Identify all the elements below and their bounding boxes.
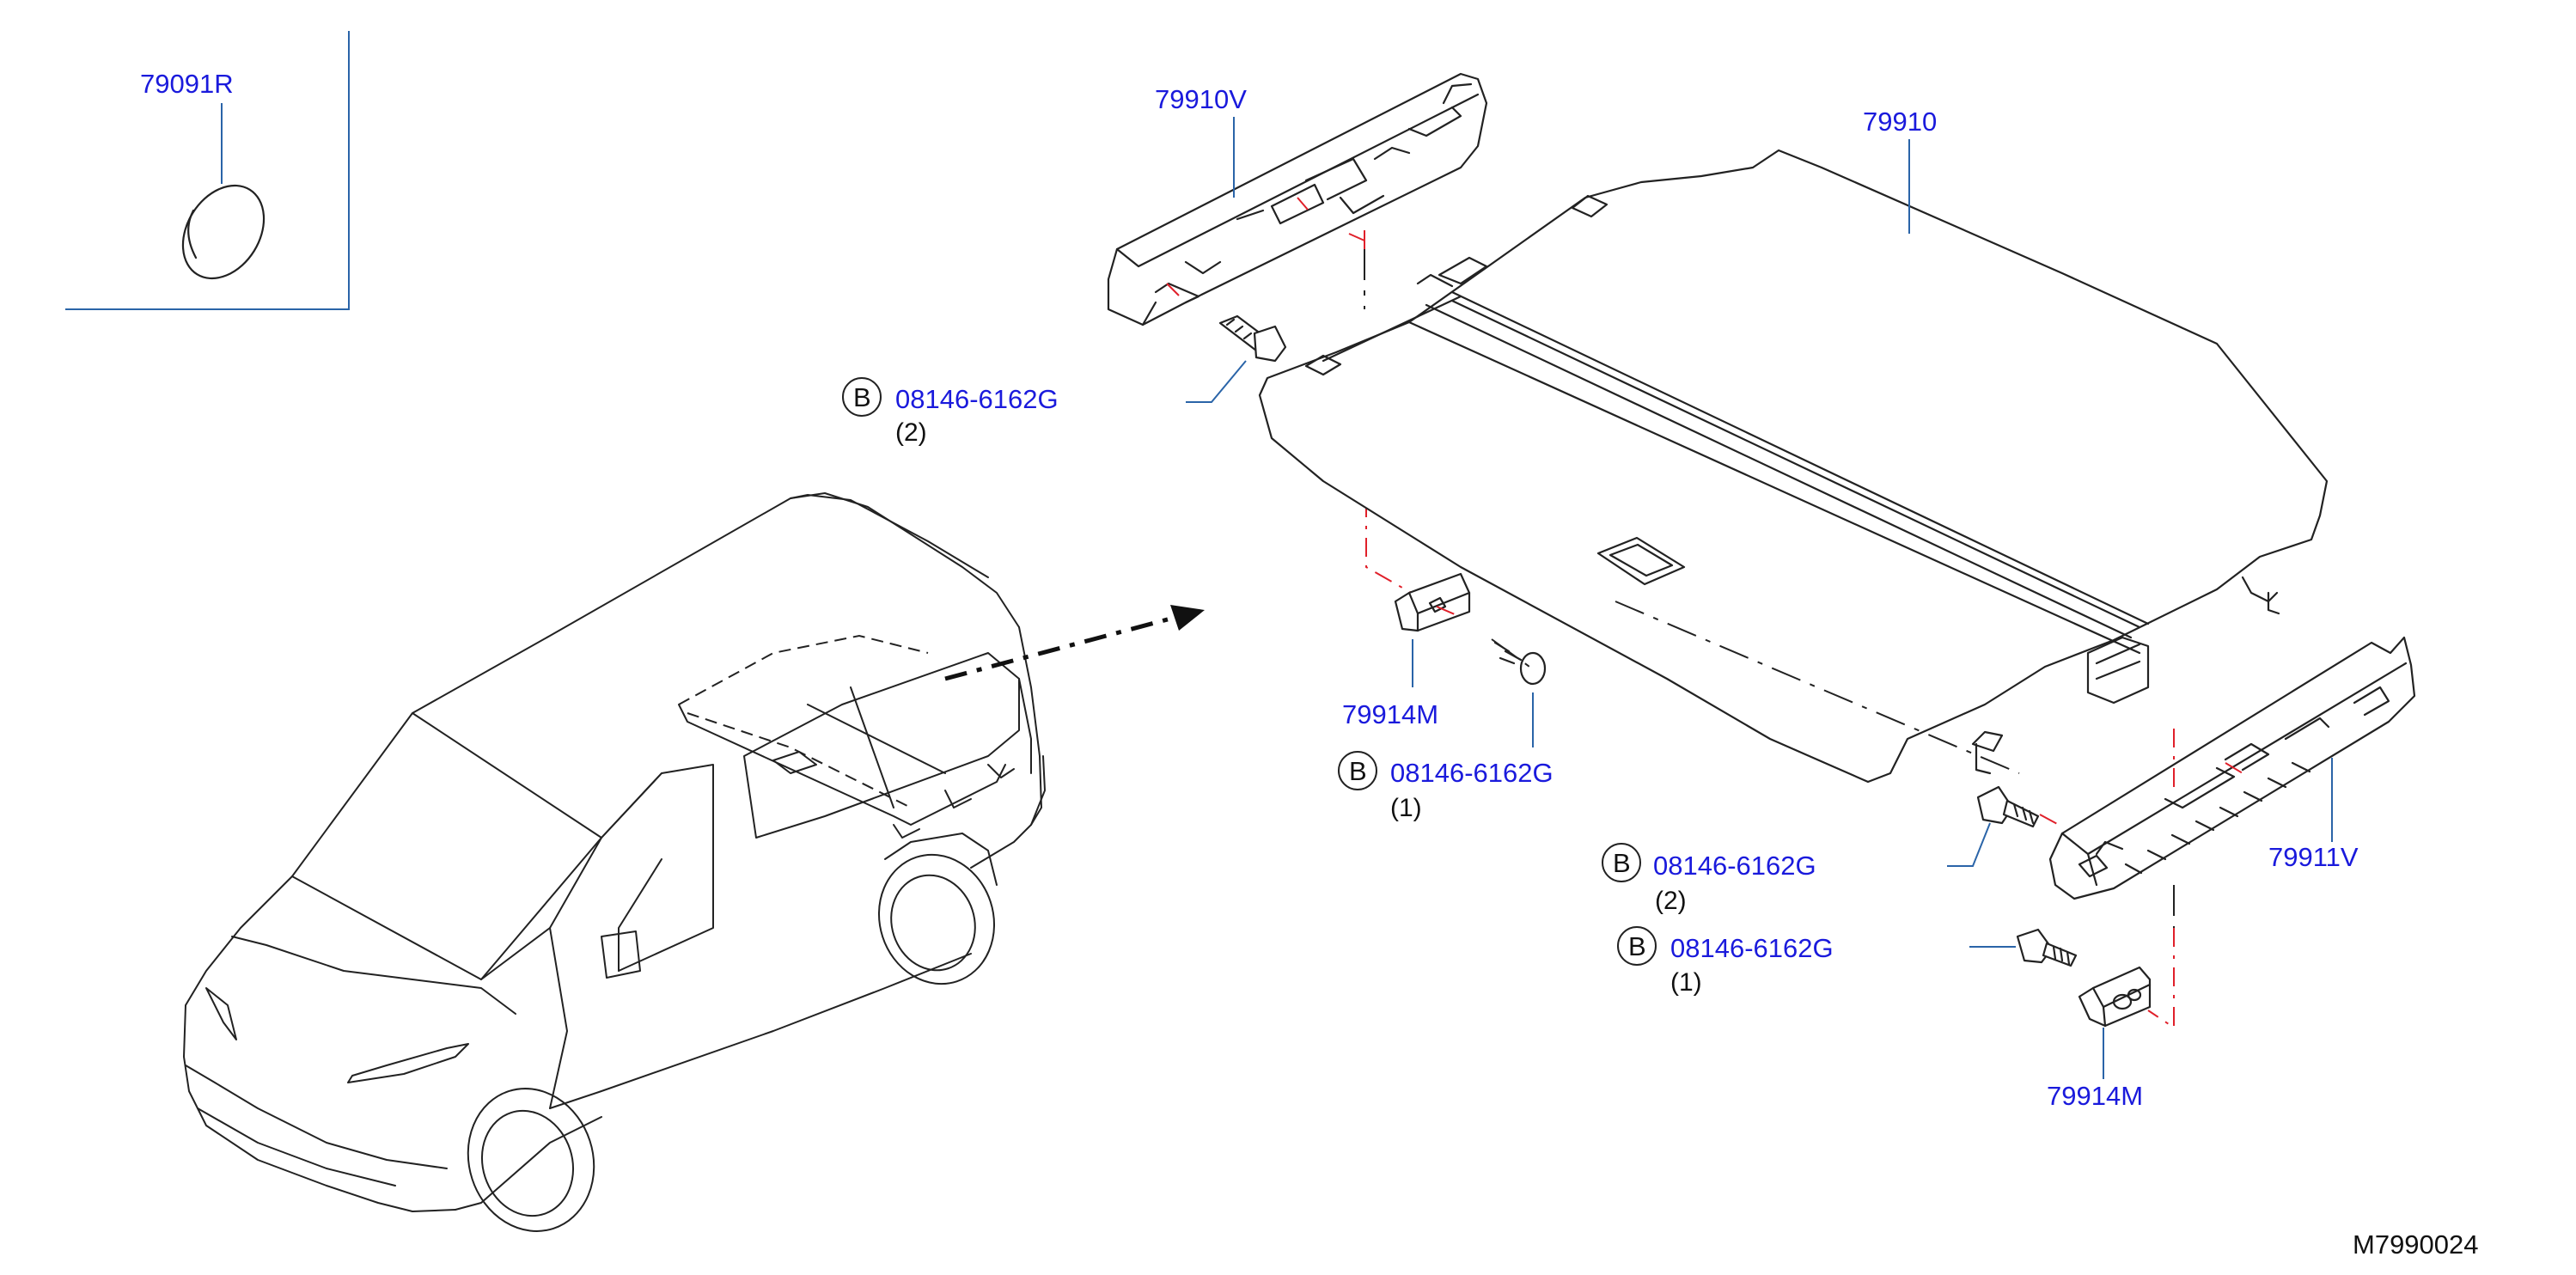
right-bracket-part-label[interactable]: 79911V <box>2268 842 2359 872</box>
fastener-qty: (1) <box>1390 794 1422 822</box>
cap-inset: 79091R <box>65 31 350 310</box>
direction-arrow <box>944 614 1178 681</box>
fastener-callout-3[interactable]: B 08146-6162G (2) <box>1602 843 1816 915</box>
fastener-badge: B <box>1613 848 1631 878</box>
left-hook-part <box>1394 572 1471 632</box>
fastener-part-no[interactable]: 08146-6162G <box>1390 758 1554 788</box>
fastener-callout-2[interactable]: B 08146-6162G (1) <box>1338 751 1554 822</box>
van-illustration <box>183 492 1046 1232</box>
pin-clip-icon <box>1493 641 1547 686</box>
left-bracket-part-label[interactable]: 79910V <box>1155 84 1247 114</box>
fastener-badge: B <box>853 382 871 412</box>
right-bracket-part <box>2048 636 2416 900</box>
fastener-callout-1[interactable]: B 08146-6162G (2) <box>842 377 1059 447</box>
fastener-qty: (2) <box>1655 887 1687 915</box>
right-hook-part <box>2078 966 2152 1028</box>
left-hook-part-label[interactable]: 79914M <box>1342 699 1438 729</box>
fastener-badge: B <box>1349 756 1367 786</box>
tonneau-cover-part-label[interactable]: 79910 <box>1863 107 1937 137</box>
fastener-callout-4[interactable]: B 08146-6162G (1) <box>1617 926 1834 997</box>
fastener-badge: B <box>1628 931 1646 961</box>
cap-part-label[interactable]: 79091R <box>140 69 234 99</box>
right-hook-part-label[interactable]: 79914M <box>2047 1081 2143 1111</box>
arrow-head-icon <box>1170 605 1205 631</box>
fastener-part-no[interactable]: 08146-6162G <box>1653 851 1816 881</box>
fastener-part-no[interactable]: 08146-6162G <box>895 384 1059 414</box>
bolt-icon <box>2016 928 2078 967</box>
tonneau-cover-part <box>1258 149 2329 784</box>
fastener-part-no[interactable]: 08146-6162G <box>1670 933 1834 963</box>
fastener-qty: (1) <box>1670 968 1702 997</box>
cap-part <box>181 184 266 280</box>
fastener-qty: (2) <box>895 418 927 447</box>
drawing-number: M7990024 <box>2353 1229 2479 1260</box>
left-bracket-part <box>1107 72 1488 326</box>
bolt-icon <box>1218 314 1287 363</box>
bolt-icon <box>1976 785 2040 828</box>
